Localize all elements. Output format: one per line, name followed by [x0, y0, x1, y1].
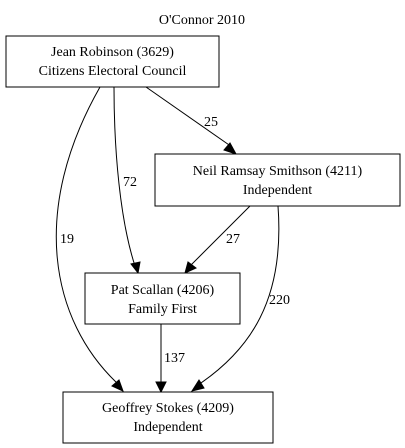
edge-label-jean-to-pat: 72	[123, 175, 137, 190]
edge-label-neil-to-pat: 27	[226, 232, 240, 247]
edge-label-jean-to-neil: 25	[204, 115, 218, 130]
edge-pat-to-geoffrey: 137	[155, 324, 185, 394]
edge-neil-to-pat: 27	[184, 205, 251, 274]
edge-label-neil-to-geoffrey: 220	[269, 293, 290, 308]
node-jean-robinson-party: Citizens Electoral Council	[39, 64, 187, 79]
node-geoffrey-stokes-name: Geoffrey Stokes (4209)	[102, 401, 234, 416]
node-geoffrey-stokes: Geoffrey Stokes (4209) Independent	[62, 391, 274, 444]
node-jean-robinson: Jean Robinson (3629) Citizens Electoral …	[5, 35, 220, 88]
node-jean-robinson-name: Jean Robinson (3629)	[51, 45, 174, 60]
edge-jean-to-pat: 72	[113, 86, 141, 275]
edge-label-pat-to-geoffrey: 137	[164, 351, 185, 366]
edge-jean-to-neil: 25	[145, 86, 238, 155]
node-pat-scallan-party: Family First	[128, 302, 197, 317]
edge-jean-to-geoffrey: 19	[55, 86, 124, 392]
node-geoffrey-stokes-party: Independent	[133, 420, 202, 435]
node-neil-ramsay-smithson-party: Independent	[243, 183, 312, 198]
node-pat-scallan: Pat Scallan (4206) Family First	[84, 272, 241, 325]
node-pat-scallan-name: Pat Scallan (4206)	[111, 283, 215, 298]
node-neil-ramsay-smithson-name: Neil Ramsay Smithson (4211)	[193, 164, 363, 179]
diagram-title: O'Connor 2010	[159, 13, 245, 28]
node-neil-ramsay-smithson: Neil Ramsay Smithson (4211) Independent	[154, 153, 401, 207]
edge-neil-to-geoffrey: 220	[190, 205, 290, 392]
edge-label-jean-to-geoffrey: 19	[60, 232, 74, 247]
